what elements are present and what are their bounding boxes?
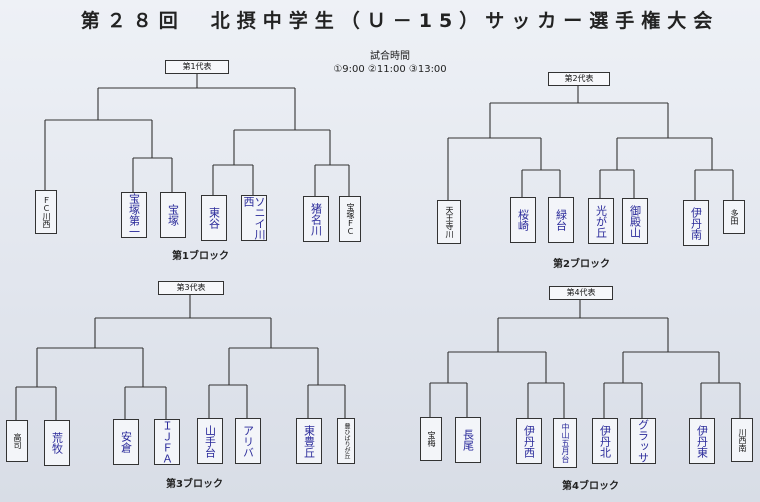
- team-box: 長尾: [455, 417, 481, 463]
- team-box: 川西南: [731, 418, 753, 462]
- team-box: 伊丹北: [592, 418, 618, 464]
- team-box: ＦＣ川西: [35, 190, 57, 234]
- block-name-1: 第1ブロック: [172, 251, 229, 262]
- team-box: 安倉: [113, 419, 139, 465]
- team-box: ＩＪＦＡ: [154, 419, 180, 465]
- team-box: 山手台: [197, 418, 223, 464]
- team-box: 豊ひばりが丘: [337, 418, 355, 464]
- match-times: 試合時間 ①9:00 ②11:00 ③13:00: [300, 50, 480, 76]
- team-box: 光が丘: [588, 198, 614, 244]
- team-box: ソニイ川西: [241, 195, 267, 241]
- team-box: アリバ: [235, 418, 261, 464]
- team-box: 桜崎: [510, 197, 536, 243]
- match-times-slots: ①9:00 ②11:00 ③13:00: [333, 64, 447, 75]
- block-name-3: 第3ブロック: [166, 479, 223, 490]
- match-times-heading: 試合時間: [370, 51, 410, 62]
- block-name-2: 第2ブロック: [553, 259, 610, 270]
- team-box: 伊丹西: [516, 418, 542, 464]
- rep-label-block4: 第4代表: [549, 286, 613, 300]
- team-box: 宝塚: [160, 192, 186, 238]
- rep-label-block3: 第3代表: [158, 281, 224, 295]
- rep-label-block1: 第1代表: [165, 60, 229, 74]
- team-box: 宝梅: [420, 417, 442, 461]
- block-name-4: 第4ブロック: [562, 481, 619, 492]
- page-title: 第２８回 北摂中学生（Ｕ－15）サッカー選手権大会: [80, 10, 720, 32]
- team-box: 東谷: [201, 195, 227, 241]
- team-box: グラッサ: [630, 418, 656, 464]
- team-box: 高司: [6, 420, 28, 462]
- team-box: 伊丹東: [689, 418, 715, 464]
- team-box: 荒牧: [44, 420, 70, 466]
- rep-label-block2: 第2代表: [548, 72, 610, 86]
- team-box: 御殿山: [622, 198, 648, 244]
- team-box: 伊丹南: [683, 200, 709, 246]
- team-box: 宝塚第一: [121, 192, 147, 238]
- team-box: 緑台: [548, 197, 574, 243]
- team-box: 宝塚ＦＣ: [339, 196, 361, 242]
- team-box: 猪名川: [303, 196, 329, 242]
- team-box: 多田: [723, 200, 745, 234]
- team-box: 東豊丘: [296, 418, 322, 464]
- team-box: 中山五月台: [553, 418, 577, 468]
- team-box: 天王寺川: [437, 200, 461, 244]
